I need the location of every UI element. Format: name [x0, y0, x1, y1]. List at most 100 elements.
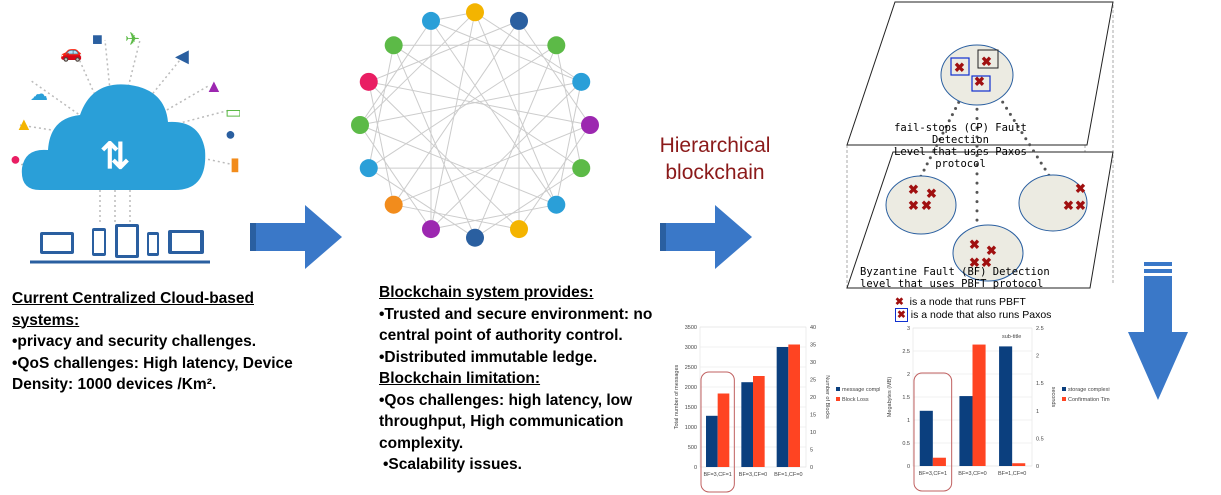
network-link — [430, 12, 476, 230]
device-icon — [510, 11, 529, 30]
network-link — [393, 204, 520, 230]
connection-dot — [1028, 143, 1032, 147]
y2-tick-label: 2.5 — [1036, 326, 1044, 332]
right-arrow-icon — [250, 205, 342, 269]
connection-dot — [1043, 167, 1047, 171]
node-legend: ✖ is a node that runs PBFT ✖ is a node t… — [895, 296, 1051, 322]
label-line: level that uses PBFT protocol — [860, 278, 1044, 290]
y-tick-label: 2000 — [685, 385, 697, 391]
y-tick-label: 3000 — [685, 345, 697, 351]
centralized-cloud-description: Current Centralized Cloud-based systems:… — [12, 288, 302, 396]
network-link — [474, 167, 582, 239]
chart-subtitle: sub-title — [1002, 334, 1021, 340]
legend-label: Block Loss — [842, 397, 869, 403]
device-icon — [581, 116, 599, 134]
network-link — [518, 124, 591, 230]
connection-dot — [975, 200, 979, 204]
y-tick-label: 2 — [907, 372, 910, 378]
bullet: •Scalability issues. — [383, 456, 522, 473]
y2-tick-label: 35 — [810, 343, 816, 349]
network-link — [393, 124, 591, 206]
connection-dot — [975, 172, 979, 176]
svg-text:⇅: ⇅ — [100, 135, 130, 176]
svg-text:✖: ✖ — [1075, 181, 1086, 196]
y-tick-label: 500 — [688, 445, 697, 451]
connection-dot — [1012, 118, 1016, 122]
svg-text:✖: ✖ — [926, 186, 937, 201]
network-link — [430, 81, 582, 230]
blockchain-description: Blockchain system provides: •Trusted and… — [379, 282, 669, 476]
network-link — [368, 81, 520, 230]
svg-text:☁: ☁ — [30, 84, 48, 104]
svg-text:✖: ✖ — [974, 74, 985, 89]
highlight-box — [700, 371, 735, 493]
hierarchy-diagram: ✖✖✖ ✖✖✖✖ ✖✖✖ ✖✖✖✖ — [846, 1, 1114, 289]
device-icon — [384, 36, 403, 55]
connection-dot — [944, 125, 948, 129]
bar-message-complexity — [706, 415, 718, 467]
y-tick-label: 0 — [694, 465, 697, 471]
bullet: •Trusted and secure environment: no cent… — [379, 305, 653, 345]
svg-text:▲: ▲ — [15, 114, 33, 134]
connection-dot — [1032, 149, 1035, 153]
pbft-node-icons: ✖✖✖ ✖✖✖✖ ✖✖✖ ✖✖✖✖ — [908, 54, 1086, 270]
device-icon — [547, 36, 566, 55]
device-icon — [466, 3, 484, 22]
device-icon — [572, 72, 591, 91]
y2-tick-label: 25 — [810, 378, 816, 384]
svg-text:●: ● — [10, 149, 21, 169]
connection-dot — [975, 116, 979, 120]
connection-dot — [975, 163, 979, 167]
bar-storage-complexity — [999, 346, 1013, 466]
connection-dot — [975, 181, 979, 185]
connection-dot — [928, 156, 932, 160]
svg-text:▭: ▭ — [225, 102, 240, 122]
x-tick-label: BF=1,CF=0 — [774, 472, 802, 478]
network-link — [368, 81, 395, 205]
network-link — [518, 20, 591, 126]
network-link — [368, 44, 557, 169]
y2-tick-label: 5 — [810, 448, 813, 454]
y2-tick-label: 20 — [810, 395, 816, 401]
legend-label: message complexity — [842, 387, 880, 393]
network-link — [393, 45, 476, 238]
connection-dot — [1001, 100, 1005, 104]
x-tick-label: BF=3,CF=0 — [739, 472, 767, 478]
y-tick-label: 3 — [907, 326, 910, 332]
message-complexity-chart: 0500100015002000250030003500051015202530… — [674, 325, 880, 493]
device-icon — [421, 220, 440, 239]
y2-tick-label: 30 — [810, 360, 816, 366]
y2-tick-label: 0.5 — [1036, 436, 1044, 442]
svg-text:◀: ◀ — [175, 46, 189, 66]
connection-dot — [1016, 125, 1020, 129]
network-link — [474, 12, 557, 205]
device-icon — [466, 228, 484, 247]
svg-text:▲: ▲ — [205, 76, 223, 96]
connection-dot — [1008, 112, 1012, 116]
y2-tick-label: 15 — [810, 413, 816, 419]
x-tick-label: BF=3,CF=1 — [703, 472, 731, 478]
y2-tick-label: 0 — [810, 465, 813, 471]
x-tick-label: BF=1,CF=0 — [998, 471, 1026, 477]
network-link — [368, 81, 591, 126]
connection-dot — [1005, 106, 1009, 110]
bullet: •Qos challenges: high latency, low throu… — [379, 391, 633, 452]
network-link — [368, 20, 520, 83]
bar-confirmation-time — [1012, 463, 1026, 466]
down-arrow-icon — [1128, 262, 1188, 400]
svg-text:✖: ✖ — [969, 237, 980, 252]
svg-text:✖: ✖ — [969, 255, 980, 270]
y2-tick-label: 1.5 — [1036, 381, 1044, 387]
legend-swatch — [1062, 387, 1066, 391]
legend-swatch — [836, 387, 840, 391]
network-link — [359, 20, 432, 126]
highlight-box — [913, 372, 953, 492]
y2-tick-label: 0 — [1036, 464, 1039, 470]
y2-tick-label: 2 — [1036, 354, 1039, 360]
device-icon — [384, 195, 403, 214]
paxos-level-label: fail-stops (CP) Fault Detection Level th… — [868, 122, 1053, 170]
connection-dot — [975, 126, 979, 130]
connection-dot — [975, 209, 979, 213]
network-link — [430, 20, 557, 205]
